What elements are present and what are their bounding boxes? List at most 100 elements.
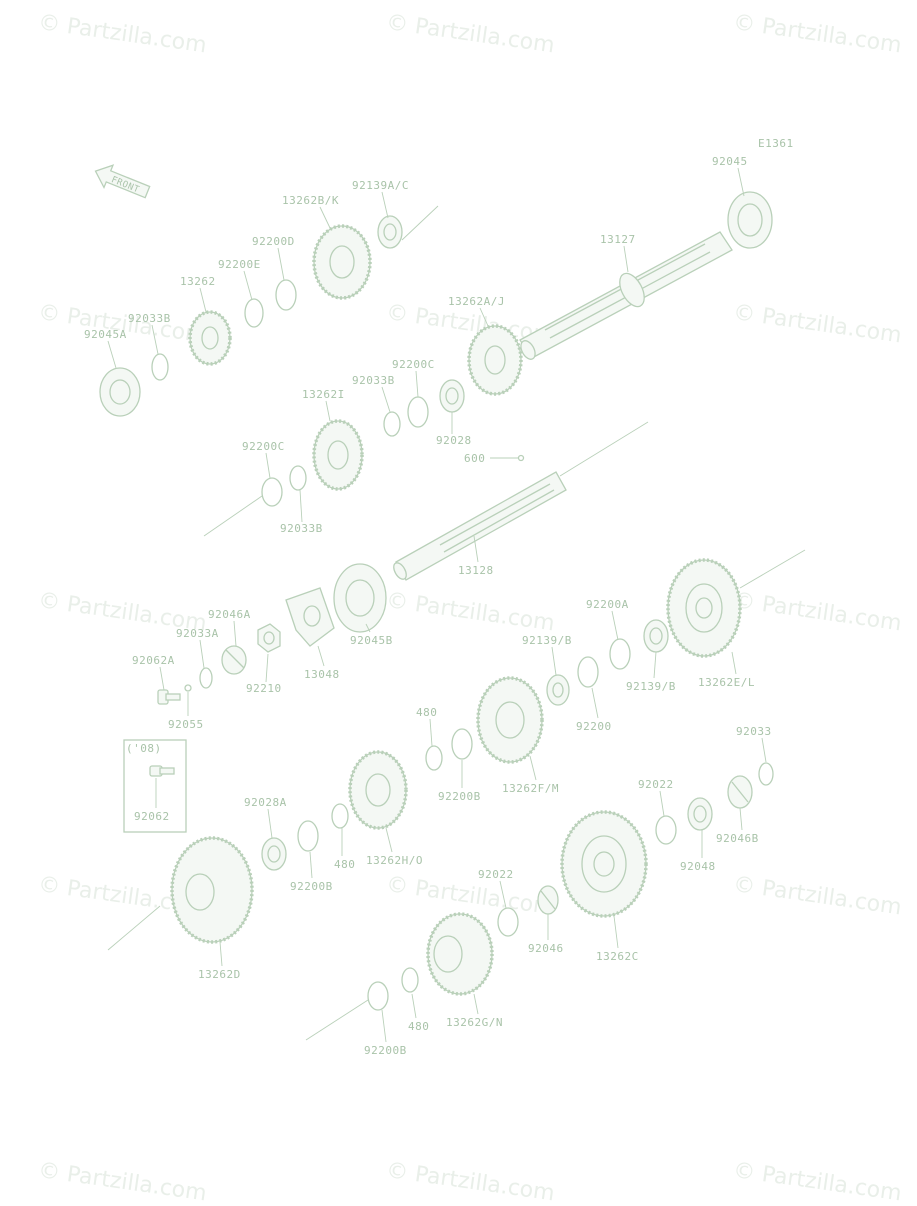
part-label-92045: 92045	[712, 155, 748, 168]
washer-92022	[655, 815, 677, 845]
bearing-92046a	[221, 645, 247, 675]
part-label-13262: 13262	[180, 275, 216, 288]
part-label-13262c: 13262C	[596, 950, 639, 963]
bolt-92062a	[157, 689, 181, 705]
part-label-480: 480	[334, 858, 355, 871]
part-label-13262a-j: 13262A/J	[448, 295, 505, 308]
circlip-92033	[758, 762, 774, 786]
circlip-480	[331, 803, 349, 829]
part-label-92210: 92210	[246, 682, 282, 695]
part-label-92200b: 92200B	[438, 790, 481, 803]
part-label-92062: 92062	[134, 810, 170, 823]
washer-92200d	[275, 279, 297, 311]
front-arrow-icon: FRONT	[94, 164, 151, 199]
part-label-92139a-c: 92139A/C	[352, 179, 409, 192]
washer-92200c	[407, 396, 429, 428]
leader	[559, 421, 649, 477]
bushing-92139a-c	[377, 215, 403, 249]
part-label-92033b: 92033B	[128, 312, 171, 325]
circlip-92033b	[151, 353, 169, 381]
part-label-13262h-o: 13262H/O	[366, 854, 423, 867]
part-label-92200a: 92200A	[586, 598, 629, 611]
part-label-13262b-k: 13262B/K	[282, 194, 339, 207]
bushing-92139-b	[546, 674, 570, 706]
part-label-92200b: 92200B	[364, 1044, 407, 1057]
circlip-480	[401, 967, 419, 993]
part-label-92022: 92022	[478, 868, 514, 881]
part-label-92200e: 92200E	[218, 258, 261, 271]
part-label-13262d: 13262D	[198, 968, 241, 981]
bearing-92046	[537, 885, 559, 915]
bearing-92045a	[99, 367, 141, 417]
gear-13262c	[560, 810, 648, 918]
bushing-92139-b	[643, 619, 669, 653]
part-label-92139-b: 92139/B	[522, 634, 572, 647]
washer-92200e	[244, 298, 264, 328]
bushing-92048	[687, 797, 713, 831]
part-label-92139-b: 92139/B	[626, 680, 676, 693]
washer-92022	[497, 907, 519, 937]
part-label-13262i: 13262I	[302, 388, 345, 401]
leader	[739, 549, 806, 589]
part-label-92033a: 92033A	[176, 627, 219, 640]
part-label-92028a: 92028A	[244, 796, 287, 809]
washer-92200b	[451, 728, 473, 760]
gear-13262a-j	[467, 324, 523, 396]
part-label-92200: 92200	[576, 720, 612, 733]
part-label-92046a: 92046A	[208, 608, 251, 621]
part-label-92028: 92028	[436, 434, 472, 447]
bearing-92046b	[727, 775, 753, 809]
bearing-92045b	[333, 563, 387, 633]
gear-13262f-m	[476, 676, 544, 764]
leader	[203, 495, 263, 537]
part-label-92033b: 92033B	[280, 522, 323, 535]
ball-92055	[184, 684, 192, 692]
leader	[305, 999, 369, 1041]
washer-92200a	[609, 638, 631, 670]
washer-92200b	[367, 981, 389, 1011]
washer-92200	[577, 656, 599, 688]
bushing-92028	[439, 379, 465, 413]
gear-13262g-n	[426, 912, 494, 996]
bearing-92045	[727, 191, 773, 249]
oil-point-600	[517, 454, 525, 462]
gear-13262h-o	[348, 750, 408, 830]
leader	[107, 905, 161, 951]
inset-label: ('08)	[126, 742, 162, 755]
circlip-92033b	[383, 411, 401, 437]
part-label-92200d: 92200D	[252, 235, 295, 248]
drive-shaft	[393, 471, 567, 581]
gear-13262i	[312, 419, 364, 491]
gear-13262	[188, 310, 232, 366]
gear-13262e-l	[666, 558, 742, 658]
part-label-13262g-n: 13262G/N	[446, 1016, 503, 1029]
part-label-92048: 92048	[680, 860, 716, 873]
washer-92200c	[261, 477, 283, 507]
part-label-92033: 92033	[736, 725, 772, 738]
part-label-92200c: 92200C	[242, 440, 285, 453]
nut-92210	[257, 623, 281, 653]
gear-13262b-k	[312, 224, 372, 300]
part-label-92045b: 92045B	[350, 634, 393, 647]
output-shaft	[519, 231, 733, 360]
inset-box	[123, 739, 187, 833]
part-label-92033b: 92033B	[352, 374, 395, 387]
circlip-92033a	[199, 667, 213, 689]
part-label-13128: 13128	[458, 564, 494, 577]
part-label-92046: 92046	[528, 942, 564, 955]
part-label-600: 600	[464, 452, 485, 465]
part-label-92200b: 92200B	[290, 880, 333, 893]
diagram-code: E1361	[758, 137, 794, 150]
part-label-92062a: 92062A	[132, 654, 175, 667]
part-label-480: 480	[416, 706, 437, 719]
part-label-92045a: 92045A	[84, 328, 127, 341]
leader	[401, 205, 439, 241]
part-label-92022: 92022	[638, 778, 674, 791]
bushing-92028a	[261, 837, 287, 871]
washer-92200b	[297, 820, 319, 852]
collar-13048	[285, 587, 335, 647]
part-label-13262e-l: 13262E/L	[698, 676, 755, 689]
part-label-13262f-m: 13262F/M	[502, 782, 559, 795]
